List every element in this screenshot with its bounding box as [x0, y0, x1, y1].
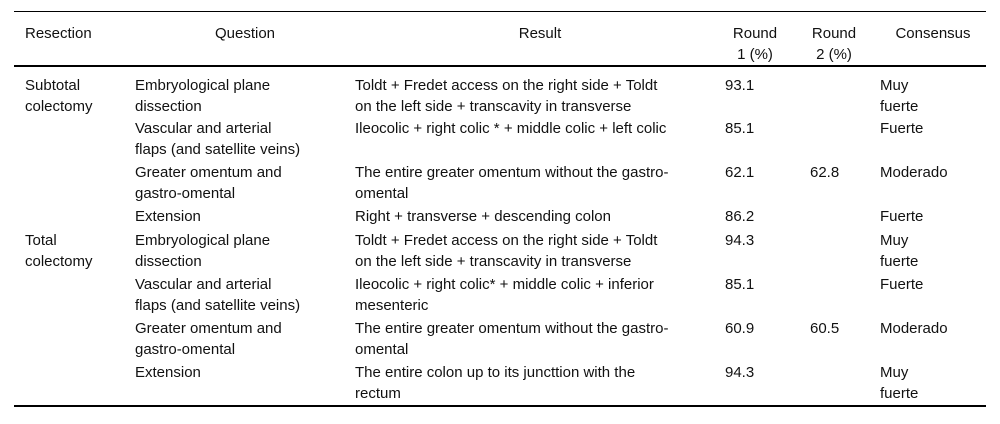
- round1-cell: 93.1: [725, 77, 755, 94]
- col-header-result: Result: [518, 25, 562, 42]
- consensus-cell: Muy fuerte: [880, 364, 919, 402]
- consensus-cell: Fuerte: [880, 208, 924, 225]
- table-row: Extension Right + transverse + descendin…: [14, 206, 986, 230]
- result-cell: The entire greater omentum without the g…: [355, 164, 669, 202]
- group-resection-cell: Total colectomy: [25, 232, 93, 270]
- group-resection-cell: Subtotal colectomy: [25, 77, 93, 115]
- col-header-round1-label: Round 1 (%): [732, 25, 778, 63]
- question-cell: Greater omentum and gastro-omental: [135, 164, 282, 202]
- round2-cell: [810, 274, 880, 318]
- consensus-cell: Muy fuerte: [880, 77, 919, 115]
- round1-cell: 94.3: [725, 232, 755, 249]
- round2-cell: [810, 362, 880, 406]
- question-cell: Extension: [135, 364, 201, 381]
- consensus-cell: Muy fuerte: [880, 232, 919, 270]
- question-cell: Embryological plane dissection: [135, 77, 271, 115]
- round2-cell: [810, 66, 880, 118]
- round1-cell: 85.1: [725, 276, 755, 293]
- round1-cell: 62.1: [725, 164, 755, 181]
- consensus-cell: Moderado: [880, 320, 948, 337]
- table-header-row: Resection Question Result Round 1 (%) Ro…: [14, 12, 986, 67]
- table-header: Resection Question Result Round 1 (%) Ro…: [14, 12, 986, 67]
- table-row: Vascular and arterial flaps (and satelli…: [14, 118, 986, 162]
- round2-cell: 60.5: [810, 320, 840, 337]
- question-cell: Embryological plane dissection: [135, 232, 271, 270]
- col-header-round2-label: Round 2 (%): [811, 25, 857, 63]
- consensus-cell: Moderado: [880, 164, 948, 181]
- result-cell: The entire colon up to its juncttion wit…: [355, 364, 636, 402]
- results-table: Resection Question Result Round 1 (%) Ro…: [14, 11, 986, 407]
- result-cell: Toldt + Fredet access on the right side …: [355, 232, 658, 270]
- round2-cell: [810, 118, 880, 162]
- round2-cell: 62.8: [810, 164, 840, 181]
- question-cell: Extension: [135, 208, 201, 225]
- col-header-round2: Round 2 (%): [810, 12, 880, 67]
- col-header-resection: Resection: [25, 25, 92, 42]
- consensus-cell: Fuerte: [880, 120, 924, 137]
- col-header-consensus: Consensus: [895, 25, 971, 42]
- result-cell: Right + transverse + descending colon: [355, 208, 611, 225]
- consensus-cell: Fuerte: [880, 276, 924, 293]
- table-row: Greater omentum and gastro-omental The e…: [14, 318, 986, 362]
- table-row: Total colectomy Embryological plane diss…: [14, 230, 986, 274]
- round1-cell: 94.3: [725, 364, 755, 381]
- round1-cell: 60.9: [725, 320, 755, 337]
- question-cell: Vascular and arterial flaps (and satelli…: [135, 276, 301, 314]
- result-cell: The entire greater omentum without the g…: [355, 320, 669, 358]
- table-row: Vascular and arterial flaps (and satelli…: [14, 274, 986, 318]
- col-header-round1: Round 1 (%): [725, 12, 810, 67]
- result-cell: Ileocolic + right colic * + middle colic…: [355, 120, 667, 137]
- table-row: Greater omentum and gastro-omental The e…: [14, 162, 986, 206]
- table-row: Subtotal colectomy Embryological plane d…: [14, 66, 986, 118]
- round2-cell: [810, 206, 880, 230]
- table-row: Extension The entire colon up to its jun…: [14, 362, 986, 406]
- result-cell: Ileocolic + right colic* + middle colic …: [355, 276, 654, 314]
- question-cell: Vascular and arterial flaps (and satelli…: [135, 120, 301, 158]
- col-header-question: Question: [214, 25, 276, 42]
- round2-cell: [810, 230, 880, 274]
- table-body: Subtotal colectomy Embryological plane d…: [14, 66, 986, 406]
- result-cell: Toldt + Fredet access on the right side …: [355, 77, 658, 115]
- round1-cell: 86.2: [725, 208, 755, 225]
- question-cell: Greater omentum and gastro-omental: [135, 320, 282, 358]
- round1-cell: 85.1: [725, 120, 755, 137]
